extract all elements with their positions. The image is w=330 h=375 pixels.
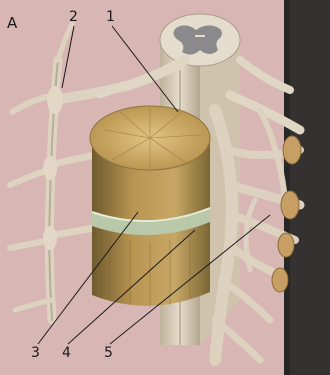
callout-label-4: 4 <box>62 346 71 360</box>
callout-label-3: 3 <box>31 346 40 360</box>
callout-label-1: 1 <box>106 10 115 24</box>
panel-label: A <box>7 16 17 31</box>
callout-label-2: 2 <box>69 10 78 24</box>
callout-label-5: 5 <box>104 346 113 360</box>
